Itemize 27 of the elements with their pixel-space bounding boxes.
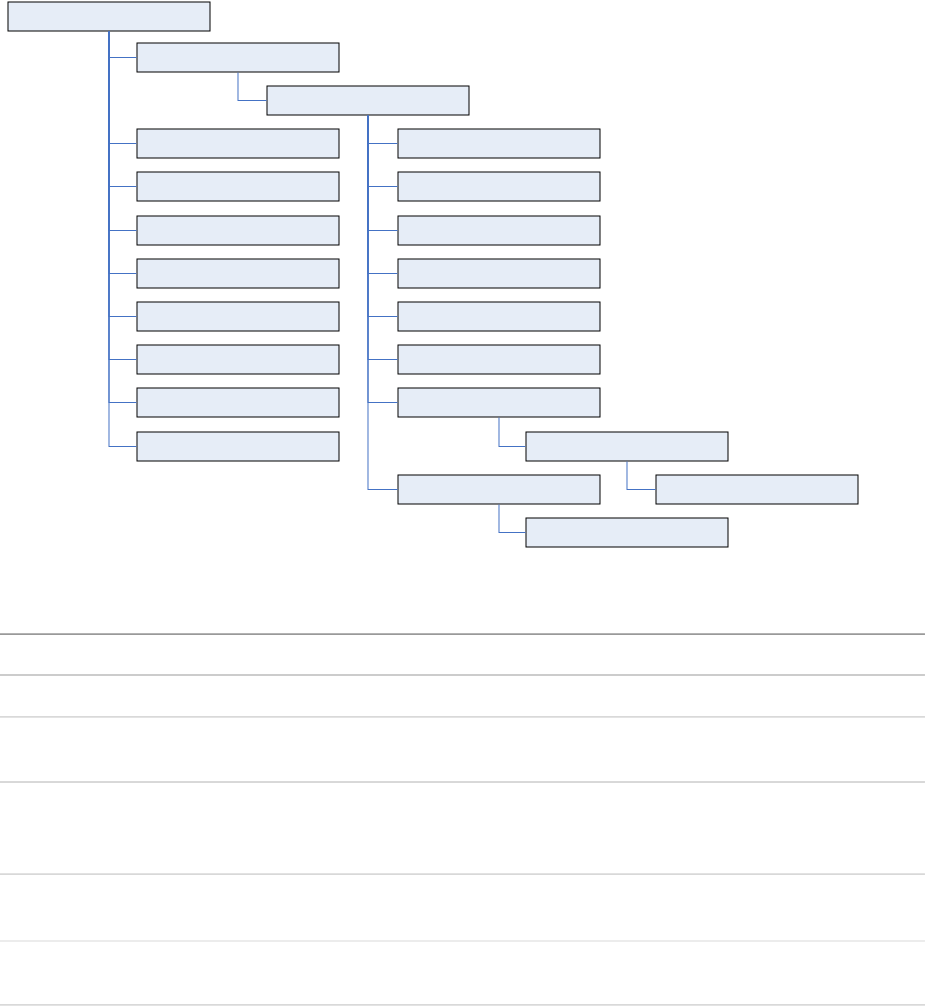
box [655, 474, 859, 505]
box [136, 344, 340, 375]
box [136, 301, 340, 332]
box [7, 1, 211, 32]
box [397, 258, 601, 289]
box [266, 85, 470, 116]
box [397, 301, 601, 332]
box [397, 171, 601, 202]
box [136, 42, 340, 73]
connector [498, 504, 526, 533]
box [397, 387, 601, 418]
box [397, 215, 601, 246]
box [136, 387, 340, 418]
box [525, 431, 729, 462]
connector [367, 115, 398, 490]
box [136, 258, 340, 289]
box [136, 215, 340, 246]
box [397, 474, 601, 505]
box [136, 171, 340, 202]
box [397, 128, 601, 159]
connector [626, 461, 656, 490]
box [525, 517, 729, 548]
connector [498, 417, 526, 447]
box [136, 431, 340, 462]
box [136, 128, 340, 159]
connector [237, 72, 267, 101]
box [397, 344, 601, 375]
